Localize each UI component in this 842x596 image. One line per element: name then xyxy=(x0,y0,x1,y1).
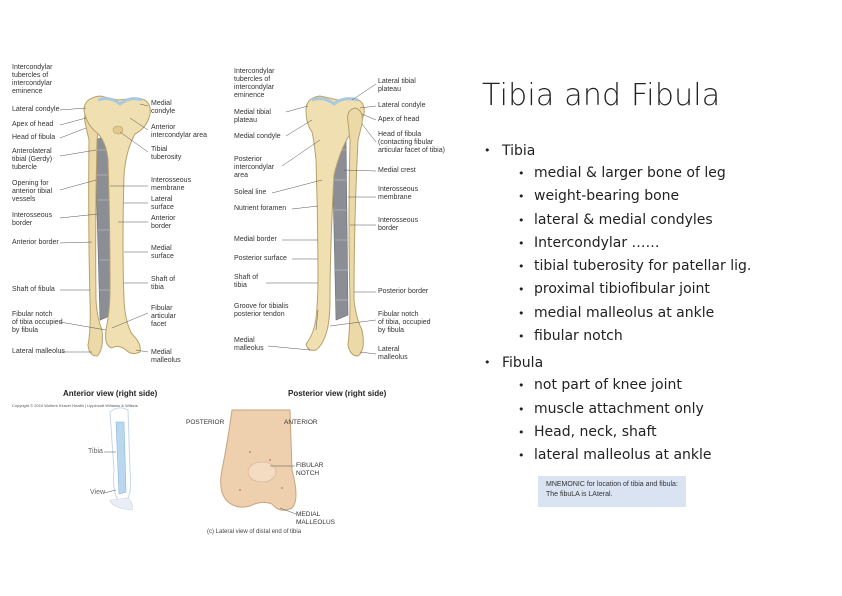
list-item: Intercondylar …… xyxy=(484,232,824,256)
label-nutrient-foramen: Nutrient foramen xyxy=(234,205,287,212)
mnemonic-line-2: The fibuLA is LAteral. xyxy=(546,491,613,498)
bullet-tibia-heading: Tibia xyxy=(484,140,824,162)
label-lateral-surface: Lateral surface xyxy=(151,196,174,211)
label-intercondylar-tubercles: Intercondylar tubercles of intercondylar… xyxy=(12,64,53,95)
label-post-head-of-fibula: Head of fibula (contacting fibular artic… xyxy=(378,131,445,154)
label-medial-crest: Medial crest xyxy=(378,167,416,174)
label-gerdy-tubercle: Anterolateral tibial (Gerdy) tubercle xyxy=(12,148,53,171)
mnemonic-box: MNEMONIC for location of tibia and fibul… xyxy=(538,476,686,507)
label-soleal-line: Soleal line xyxy=(234,189,267,196)
distal-label-posterior: POSTERIOR xyxy=(186,419,225,426)
list-item: weight-bearing bone xyxy=(484,185,824,209)
label-head-of-fibula: Head of fibula xyxy=(12,134,56,141)
slide-title: Tibia and Fibula xyxy=(482,78,721,113)
mnemonic-line-1: MNEMONIC for location of tibia and fibul… xyxy=(546,481,678,488)
list-item: proximal tibiofibular joint xyxy=(484,278,824,302)
label-opening-anterior-tibial: Opening for anterior tibial vessels xyxy=(12,180,53,203)
label-anterior-border: Anterior border xyxy=(12,239,59,246)
label-posterior-surface: Posterior surface xyxy=(234,255,287,262)
label-anterior-border-right: Anterior border xyxy=(151,215,176,230)
fibula-posterior xyxy=(347,107,364,357)
distal-caption: (c) Lateral view of distal end of tibia xyxy=(207,529,302,535)
leg-inset xyxy=(103,407,133,511)
list-item: not part of knee joint xyxy=(484,374,824,398)
list-item: muscle attachment only xyxy=(484,398,824,422)
label-posterior-border: Posterior border xyxy=(378,288,429,295)
copyright-text: Copyright © 2010 Wolters Kluwer Health |… xyxy=(12,403,138,408)
label-post-shaft-of-tibia: Shaft of tibia xyxy=(234,274,259,289)
label-lateral-tibial-plateau: Lateral tibial plateau xyxy=(378,78,416,93)
anterior-view-caption: Anterior view (right side) xyxy=(63,389,158,398)
tibia-anterior xyxy=(83,95,151,355)
label-shaft-of-fibula: Shaft of fibula xyxy=(12,286,55,293)
label-posterior-intercondylar-area: Posterior intercondylar area xyxy=(234,156,275,179)
label-interosseous-border: Interosseous border xyxy=(12,212,53,227)
bullet-list: Tibia medial & larger bone of leg weight… xyxy=(484,140,824,468)
bullet-fibula-heading: Fibula xyxy=(484,352,824,374)
label-post-medial-condyle: Medial condyle xyxy=(234,133,281,140)
label-post-interosseous-membrane: Interosseous membrane xyxy=(378,186,419,201)
label-lateral-condyle: Lateral condyle xyxy=(12,106,60,113)
list-item: Head, neck, shaft xyxy=(484,421,824,445)
tibia-sub-list: medial & larger bone of leg weight-beari… xyxy=(484,162,824,349)
label-post-lateral-condyle: Lateral condyle xyxy=(378,102,426,109)
posterior-view-bones xyxy=(305,95,365,357)
label-medial-malleolus: Medial malleolus xyxy=(151,349,181,364)
label-medial-border: Medial border xyxy=(234,236,277,243)
label-medial-tibial-plateau: Medial tibial plateau xyxy=(234,109,271,124)
label-interosseous-membrane: Interosseous membrane xyxy=(151,177,192,192)
distal-tibia-lateral xyxy=(220,409,297,515)
list-item: lateral & medial condyles xyxy=(484,209,824,233)
label-post-medial-malleolus: Medial malleolus xyxy=(234,337,264,352)
distal-label-anterior: ANTERIOR xyxy=(284,419,318,426)
label-fibular-articular-facet: Fibular articular facet xyxy=(151,305,176,328)
anterior-view-bones xyxy=(83,95,151,357)
label-post-intercondylar-tubercles: Intercondylar tubercles of intercondylar… xyxy=(234,68,275,99)
list-item: medial & larger bone of leg xyxy=(484,162,824,186)
list-item: tibial tuberosity for patellar lig. xyxy=(484,255,824,279)
leader-lines xyxy=(59,83,377,355)
distal-label-medial-malleolus: MEDIAL MALLEOLUS xyxy=(296,511,336,526)
label-post-interosseous-border: Interosseous border xyxy=(378,217,419,232)
label-anterior-intercondylar-area: Anterior intercondylar area xyxy=(151,124,208,139)
label-groove-tibialis-posterior: Groove for tibialis posterior tendon xyxy=(234,303,289,318)
distal-label-fibular-notch: FIBULAR NOTCH xyxy=(296,462,324,477)
label-lateral-malleolus: Lateral malleolus xyxy=(12,348,65,355)
inset-label-view: View xyxy=(90,489,106,496)
list-item: fibular notch xyxy=(484,325,824,349)
label-post-apex-of-head: Apex of head xyxy=(378,116,420,123)
label-post-lateral-malleolus: Lateral malleolus xyxy=(378,346,408,361)
label-medial-surface: Medial surface xyxy=(151,245,174,260)
label-tibial-tuberosity: Tibial tuberosity xyxy=(151,146,182,161)
label-fibular-notch: Fibular notch of tibia occupied by fibul… xyxy=(12,311,63,334)
label-post-fibular-notch: Fibular notch of tibia, occupied by fibu… xyxy=(378,311,431,334)
label-medial-condyle: Medial condyle xyxy=(151,100,176,115)
list-item: medial malleolus at ankle xyxy=(484,302,824,326)
fibula-sub-list: not part of knee joint muscle attachment… xyxy=(484,374,824,467)
inset-label-tibia: Tibia xyxy=(88,448,103,455)
list-item: lateral malleolus at ankle xyxy=(484,444,824,468)
label-shaft-of-tibia: Shaft of tibia xyxy=(151,276,176,291)
label-apex-of-head: Apex of head xyxy=(12,121,54,128)
posterior-view-caption: Posterior view (right side) xyxy=(288,389,387,398)
